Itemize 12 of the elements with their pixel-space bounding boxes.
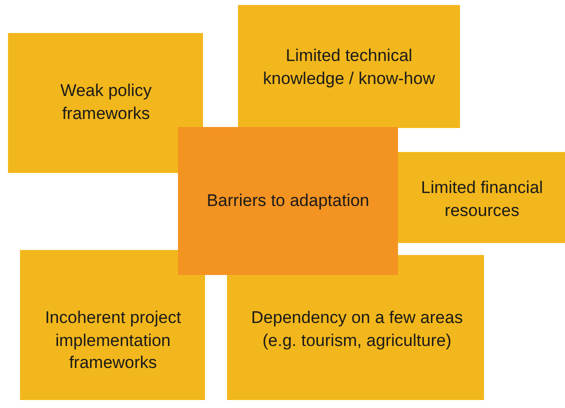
barrier-box <box>8 33 203 173</box>
barrier-box <box>227 255 484 400</box>
barrier-box <box>20 250 205 400</box>
box-text: Incoherent project implementation frameworks <box>44 306 182 374</box>
box-text: Weak policy frameworks <box>59 80 153 125</box>
barrier-box <box>238 5 460 128</box>
box-text: Barriers to adaptation <box>206 190 370 212</box>
box-text: Limited technical knowledge / know-how <box>262 44 436 90</box>
box-text: Dependency on a few areas (e.g. tourism, agriculture) <box>250 307 464 352</box>
box-text: Limited financial resources <box>420 176 544 222</box>
central-box <box>178 127 398 275</box>
barrier-box <box>398 152 565 243</box>
